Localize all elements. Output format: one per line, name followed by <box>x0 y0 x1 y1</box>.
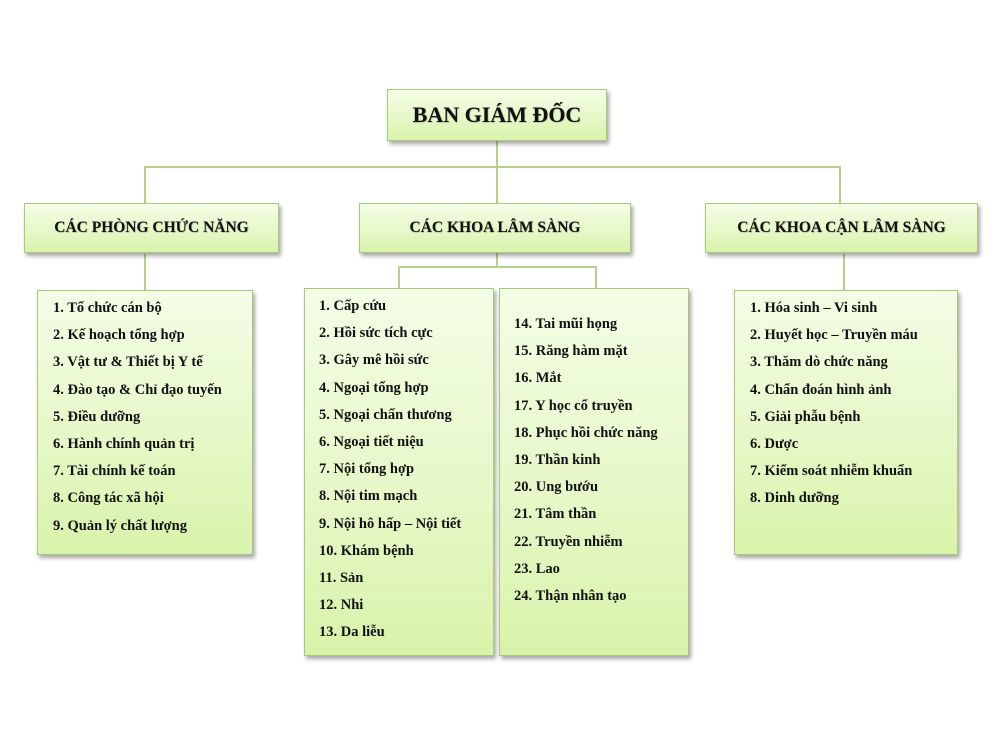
connector-clinical-horizontal <box>398 266 597 268</box>
list-item: 10. Khám bệnh <box>319 542 414 559</box>
list-item: 7. Kiểm soát nhiễm khuẩn <box>750 463 913 480</box>
list-item: 4. Ngoại tổng hợp <box>319 379 429 396</box>
connector-clinical-down <box>496 252 498 268</box>
connector-to-clinical <box>496 166 498 204</box>
category-paraclinical-departments: CÁC KHOA CẬN LÂM SÀNG <box>705 203 978 253</box>
functional-departments-list: 1. Tổ chức cán bộ 2. Kế hoạch tổng hợp 3… <box>37 290 253 555</box>
clinical-departments-list-col1: 1. Cấp cứu 2. Hồi sức tích cực 3. Gây mê… <box>304 288 494 656</box>
list-item: 6. Dược <box>750 436 799 453</box>
list-item: 2. Huyết học – Truyền máu <box>750 327 918 344</box>
category-title: CÁC PHÒNG CHỨC NĂNG <box>54 219 249 236</box>
list-item: 5. Giải phẫu bệnh <box>750 408 861 425</box>
list-item: 14. Tai mũi họng <box>514 316 618 332</box>
list-item: 2. Hồi sức tích cực <box>319 325 433 342</box>
list-item: 24. Thận nhân tạo <box>514 588 627 605</box>
connector-clinical-col1 <box>398 266 400 289</box>
list-item: 2. Kế hoạch tổng hợp <box>53 327 185 344</box>
list-item: 11. Sản <box>319 570 364 587</box>
list-item: 9. Nội hô hấp – Nội tiết <box>319 515 462 532</box>
category-functional-departments: CÁC PHÒNG CHỨC NĂNG <box>24 203 279 253</box>
list-item: 8. Công tác xã hội <box>53 490 164 507</box>
list-item: 7. Tài chính kế toán <box>53 463 176 480</box>
list-item: 1. Cấp cứu <box>319 298 387 314</box>
list-item: 9. Quản lý chất lượng <box>53 517 187 534</box>
connector-to-functional <box>144 166 146 204</box>
list-item: 3. Gây mê hồi sức <box>319 352 429 369</box>
clinical-departments-list-col2: 14. Tai mũi họng 15. Răng hàm mặt 16. Mắ… <box>499 288 689 656</box>
list-item: 6. Ngoại tiết niệu <box>319 434 424 451</box>
list-item: 19. Thần kinh <box>514 452 601 469</box>
list-item: 18. Phục hồi chức năng <box>514 424 658 441</box>
category-title: CÁC KHOA CẬN LÂM SÀNG <box>737 219 946 236</box>
list-item: 21. Tâm thần <box>514 506 597 523</box>
connector-functional-to-list <box>144 254 146 291</box>
connector-main-horizontal <box>144 166 841 168</box>
list-item: 23. Lao <box>514 560 560 577</box>
list-item: 8. Dinh dưỡng <box>750 490 839 507</box>
list-item: 13. Da liễu <box>319 624 385 641</box>
list-item: 6. Hành chính quản trị <box>53 436 195 453</box>
list-item: 3. Thăm dò chức năng <box>750 354 888 371</box>
connector-paraclinical-to-list <box>843 254 845 291</box>
list-item: 8. Nội tim mạch <box>319 488 418 505</box>
list-item: 12. Nhi <box>319 597 364 614</box>
list-item: 5. Ngoại chấn thương <box>319 406 452 423</box>
list-item: 22. Truyền nhiễm <box>514 533 623 550</box>
connector-root-down <box>496 141 498 168</box>
list-item: 7. Nội tổng hợp <box>319 461 415 478</box>
category-clinical-departments: CÁC KHOA LÂM SÀNG <box>359 203 631 253</box>
list-item: 3. Vật tư & Thiết bị Y tế <box>53 354 203 371</box>
list-item: 17. Y học cổ truyền <box>514 397 633 414</box>
list-item: 1. Tổ chức cán bộ <box>53 300 162 316</box>
category-title: CÁC KHOA LÂM SÀNG <box>409 219 581 236</box>
list-item: 4. Chẩn đoán hình ảnh <box>750 381 892 398</box>
list-item: 1. Hóa sinh – Vi sinh <box>750 300 878 316</box>
connector-to-paraclinical <box>839 166 841 204</box>
list-item: 20. Ung bướu <box>514 479 599 496</box>
list-item: 5. Điều dưỡng <box>53 408 141 425</box>
paraclinical-departments-list: 1. Hóa sinh – Vi sinh 2. Huyết học – Tru… <box>734 290 958 555</box>
connector-clinical-col2 <box>595 266 597 289</box>
root-node-title: BAN GIÁM ĐỐC <box>412 102 582 127</box>
list-item: 16. Mắt <box>514 370 562 387</box>
root-node-board-of-directors: BAN GIÁM ĐỐC <box>387 89 607 141</box>
list-item: 4. Đào tạo & Chỉ đạo tuyến <box>53 381 222 398</box>
list-item: 15. Răng hàm mặt <box>514 343 628 360</box>
